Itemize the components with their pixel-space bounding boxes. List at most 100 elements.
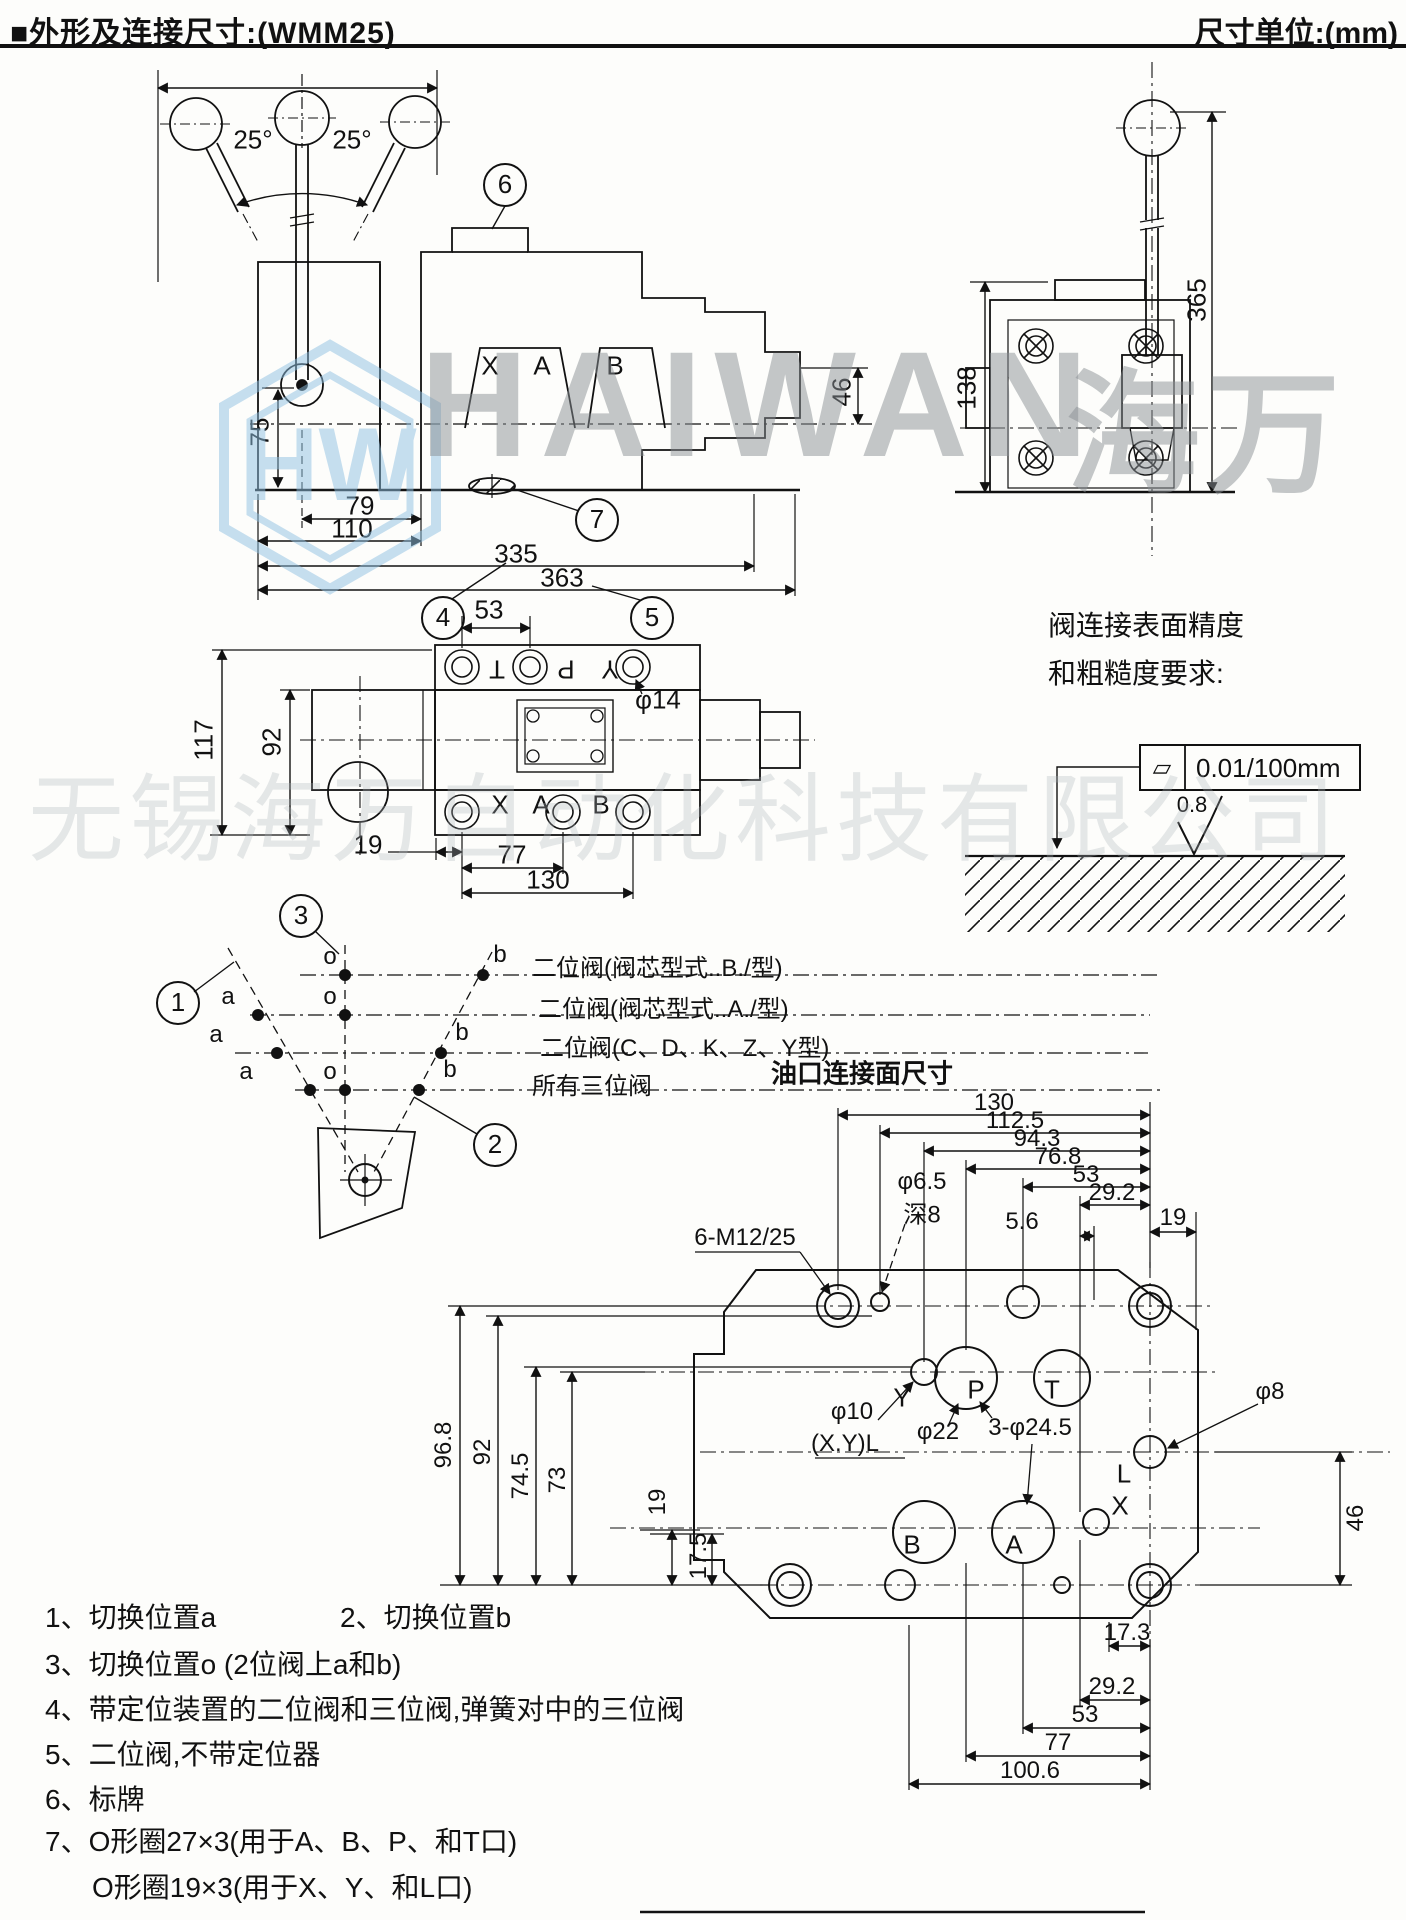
dim-138: 138 xyxy=(951,366,982,410)
angle-right-label: 25° xyxy=(332,124,372,155)
pf-dim-73: 73 xyxy=(544,1466,571,1494)
dim-117: 117 xyxy=(188,719,219,761)
mark-o-row4: o xyxy=(323,1058,337,1085)
front-port-x: X xyxy=(481,350,499,381)
mark-b-row3: b xyxy=(455,1019,469,1046)
pf-port-b: B xyxy=(903,1529,921,1560)
pf-dim-b292: 29.2 xyxy=(1088,1673,1136,1700)
dim-77-top: 77 xyxy=(497,839,527,870)
dim-phi14: φ14 xyxy=(635,684,681,715)
top-port-y: Y xyxy=(601,654,619,685)
pf-dim-112: 112.5 xyxy=(985,1107,1045,1134)
side-view xyxy=(955,62,1240,556)
note-5: 5、二位阀,不带定位器 xyxy=(45,1739,321,1770)
pf-label-hole65: φ6.5 xyxy=(897,1168,947,1195)
pf-dim-b1006: 100.6 xyxy=(999,1757,1061,1784)
pf-port-x: X xyxy=(1111,1490,1129,1521)
pf-dim-92: 92 xyxy=(469,1438,496,1466)
position-diagram xyxy=(193,930,1162,1240)
pf-dim-94: 94.3 xyxy=(1013,1125,1061,1152)
mark-a-row3: a xyxy=(209,1021,223,1048)
note-7a: 7、O形圈27×3(用于A、B、P、和T口) xyxy=(45,1826,518,1857)
pf-dim-l19: 19 xyxy=(644,1488,671,1516)
note-6: 6、标牌 xyxy=(45,1784,145,1815)
pf-dim-968: 96.8 xyxy=(430,1421,457,1469)
callout-6: 6 xyxy=(483,163,527,207)
top-port-p: P xyxy=(557,654,575,685)
callout-3: 3 xyxy=(279,894,323,938)
callout-5: 5 xyxy=(630,596,674,640)
callout-4: 4 xyxy=(421,596,465,640)
pf-port-a: A xyxy=(1005,1529,1023,1560)
callout-1: 1 xyxy=(156,981,200,1025)
flatness-icon: ▱ xyxy=(1152,754,1172,782)
port-face-title: 油口连接面尺寸 xyxy=(770,1058,954,1089)
note-1: 1、切换位置a xyxy=(45,1602,217,1633)
pf-label-bolts: 6-M12/25 xyxy=(694,1224,796,1251)
dim-53-top: 53 xyxy=(474,594,504,625)
dim-46-front: 46 xyxy=(826,377,857,407)
dim-365: 365 xyxy=(1181,278,1212,322)
title-bullet: ■ xyxy=(10,17,30,50)
callout-7: 7 xyxy=(575,498,619,542)
note-7b: O形圈19×3(用于X、Y、和L口) xyxy=(92,1872,473,1903)
pf-label-3phi245: 3-φ24.5 xyxy=(988,1414,1072,1441)
row3-label: 二位阀(C、D、K、Z、Y型) xyxy=(540,1035,830,1062)
pf-label-phi8: φ8 xyxy=(1255,1378,1285,1405)
mark-b-row4: b xyxy=(443,1056,457,1083)
dim-130-top: 130 xyxy=(526,864,570,895)
pf-dim-175: 17.5 xyxy=(685,1532,712,1580)
pf-dim-173: 17.3 xyxy=(1103,1619,1151,1646)
top-view xyxy=(210,616,815,899)
row4-label: 所有三位阀 xyxy=(532,1073,652,1100)
note-4: 4、带定位装置的二位阀和三位阀,弹簧对中的三位阀 xyxy=(45,1694,685,1725)
pf-dim-76: 76.8 xyxy=(1034,1143,1082,1170)
pf-label-phi22: φ22 xyxy=(916,1418,960,1445)
dim-92: 92 xyxy=(256,727,287,757)
top-port-t: T xyxy=(489,654,505,685)
pf-dim-19: 19 xyxy=(1159,1204,1187,1231)
dim-363: 363 xyxy=(540,562,584,593)
callout-2: 2 xyxy=(473,1123,517,1167)
pf-label-xyl: (X.Y)L xyxy=(810,1430,880,1457)
pf-dim-b77: 77 xyxy=(1044,1729,1072,1756)
pf-dim-b53: 53 xyxy=(1071,1701,1099,1728)
pf-port-t: T xyxy=(1044,1374,1060,1405)
pf-dim-56: 5.6 xyxy=(1005,1208,1039,1235)
note-2: 2、切换位置b xyxy=(340,1602,512,1633)
pf-dim-53: 53 xyxy=(1072,1161,1100,1188)
front-port-a: A xyxy=(533,350,551,381)
mark-a-row4: a xyxy=(239,1058,253,1085)
front-view xyxy=(156,70,872,601)
dim-19-top: 19 xyxy=(353,829,383,860)
pf-port-y: Y xyxy=(893,1382,911,1413)
row2-label: 二位阀(阀芯型式..A./型) xyxy=(538,996,789,1023)
mark-b-row1: b xyxy=(493,941,507,968)
surface-spec xyxy=(965,744,1361,932)
note-3: 3、切换位置o (2位阀上a和b) xyxy=(45,1649,402,1680)
dim-110: 110 xyxy=(331,513,373,544)
roughness-value: 0.8 xyxy=(1176,792,1208,817)
dim-335: 335 xyxy=(494,538,538,569)
flatness-value: 0.01/100mm xyxy=(1196,753,1341,783)
row1-label: 二位阀(阀芯型式..B./型) xyxy=(532,955,783,982)
port-face-view xyxy=(440,1102,1390,1914)
pf-label-depth8: 深8 xyxy=(903,1201,941,1229)
top-port-b2: B xyxy=(592,789,610,820)
dim-75: 75 xyxy=(244,417,275,447)
pf-label-phi10: φ10 xyxy=(830,1398,874,1425)
mark-a-row2: a xyxy=(221,983,235,1010)
pf-dim-29: 29.2 xyxy=(1088,1179,1136,1206)
front-port-b: B xyxy=(606,350,624,381)
mark-o-row1: o xyxy=(323,943,337,970)
surface-note-line1: 阀连接表面精度 xyxy=(1048,610,1245,641)
angle-left-label: 25° xyxy=(233,124,273,155)
pf-dim-745: 74.5 xyxy=(507,1452,534,1500)
pf-port-p: P xyxy=(967,1374,985,1405)
mark-o-row2: o xyxy=(323,983,337,1010)
pf-dim-46: 46 xyxy=(1342,1504,1369,1532)
pf-port-l: L xyxy=(1116,1458,1132,1489)
header-rule xyxy=(0,44,1406,48)
